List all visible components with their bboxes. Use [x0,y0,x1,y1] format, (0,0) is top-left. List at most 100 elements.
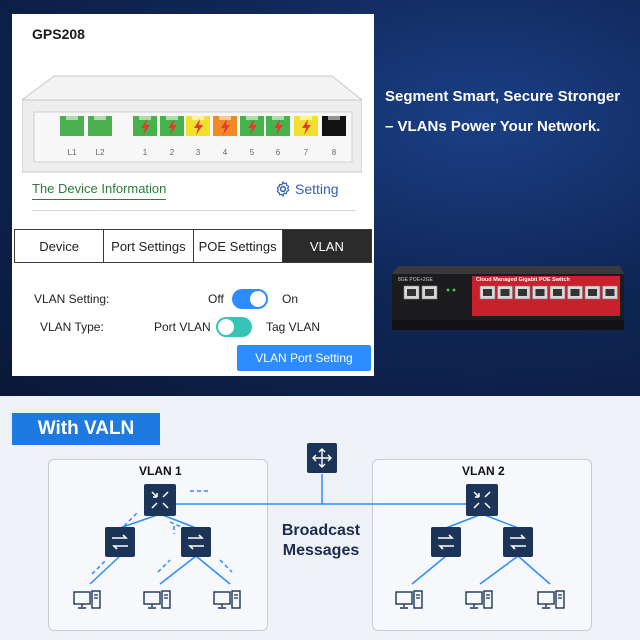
vlan-type-label: VLAN Type: [40,320,104,334]
port-label: 3 [196,148,201,157]
computer-icon [73,590,101,609]
tab-port-settings[interactable]: Port Settings [104,230,194,262]
headline: Segment Smart, Secure Stronger – VLANs P… [385,82,635,142]
port-socket [553,289,562,296]
network-link [445,513,483,529]
switch-right-label: Cloud Managed Gigabit POE Switch [476,277,570,283]
port-socket [588,289,597,296]
computer-icon [395,590,423,609]
switch-icon [105,527,135,557]
vlan-setting-label: VLAN Setting: [34,292,110,306]
poe-bolt-icon [302,119,311,135]
poe-bolt-icon [221,119,230,135]
port-8[interactable] [322,116,346,136]
port-label: L1 [68,148,77,157]
port-socket [518,289,527,296]
port-clip [219,116,231,120]
vlan-setting-toggle[interactable] [232,289,268,309]
tab-poe-settings[interactable]: POE Settings [193,230,283,262]
vlan-type-toggle[interactable] [216,317,252,337]
port-label: 1 [143,148,148,157]
network-link [479,555,519,585]
headline-line-2: – VLANs Power Your Network. [385,118,601,135]
computer-icon [465,590,493,609]
network-link [517,555,551,585]
poe-bolt-icon [248,119,257,135]
tag-vlan-label: Tag VLAN [266,320,321,334]
port-label: 2 [170,148,175,157]
poe-bolt-icon [194,119,203,135]
network-link [159,513,197,529]
toggle-knob [250,291,266,307]
port-vlan-label: Port VLAN [154,320,211,334]
port-clip [192,116,204,120]
port-socket [570,289,580,296]
switch-icon [431,527,461,557]
network-link [481,513,519,529]
network-link [119,513,161,529]
router-icon [307,443,337,473]
setting-label: Setting [295,181,339,197]
computer-icon [213,590,241,609]
poe-bolt-icon [274,119,283,135]
port-clip [328,116,340,120]
port-label: L2 [96,148,105,157]
port-clip [139,116,151,120]
status-led [446,288,450,292]
network-link [123,511,139,527]
network-link [195,555,231,585]
section-divider [32,210,356,211]
computer-icon [143,590,171,609]
vlan2-title: VLAN 2 [462,464,505,478]
port-label: 6 [276,148,281,157]
port-label: 4 [223,148,228,157]
tab-vlan[interactable]: VLAN [282,230,371,262]
setting-button[interactable]: Setting [274,180,339,198]
device-model-title: GPS208 [32,26,85,42]
broadcast-line-1: Broadcast [281,522,361,539]
status-led [452,288,456,292]
broadcast-line-2: Messages [282,542,360,559]
poe-bolt-icon [141,119,150,135]
network-link [219,559,233,573]
port-clip [94,116,106,120]
network-link [157,559,171,573]
port-clip [166,116,178,120]
headline-line-1: Segment Smart, Secure Stronger [385,88,621,105]
tab-device[interactable]: Device [15,230,105,262]
vlan-on-label: On [282,292,299,306]
network-link [159,555,197,585]
computer-icon [537,590,565,609]
port-label: 8 [332,148,337,157]
port-label: 5 [250,148,255,157]
port-l2[interactable] [88,116,112,136]
vlan1-core-switch-icon [144,484,176,516]
port-clip [66,116,78,120]
port-socket [500,289,510,296]
device-top-face [22,75,362,101]
network-link [91,559,107,575]
port-clip [300,116,312,120]
tab-bar: Device Port Settings POE Settings VLAN [14,229,372,263]
vlan2-core-switch-icon [466,484,498,516]
network-link [411,555,447,585]
broadcast-messages-label: Broadcast Messages [273,521,369,561]
vlan-off-label: Off [208,292,224,306]
with-vlan-badge: With VALN [12,413,160,445]
port-socket [535,289,545,296]
switch-product-photo: 8GE POE+2GE Cloud Managed Gigabit POE Sw… [392,266,624,330]
port-socket [407,289,416,296]
poe-bolt-icon [168,119,177,135]
vlan-port-setting-button[interactable]: VLAN Port Setting [237,345,371,371]
port-clip [246,116,258,120]
vlan1-title: VLAN 1 [139,464,182,478]
port-socket [425,289,434,296]
network-diagram [73,443,565,609]
port-clip [272,116,284,120]
switch-icon [181,527,211,557]
switch-top-edge [392,266,624,274]
port-l1[interactable] [60,116,84,136]
device-information-link[interactable]: The Device Information [32,181,167,200]
gear-icon [276,181,290,197]
